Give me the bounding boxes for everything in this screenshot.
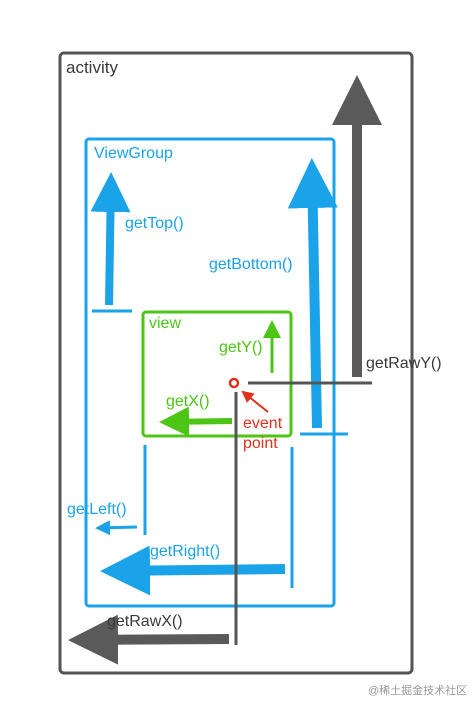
viewgroup-box bbox=[84, 137, 336, 608]
event-point-marker bbox=[228, 377, 240, 389]
getbottom-arrow bbox=[287, 158, 338, 429]
viewgroup-label: ViewGroup bbox=[94, 145, 173, 162]
event-pointer-arrow bbox=[241, 390, 269, 413]
view-label: view bbox=[149, 315, 181, 332]
getrawx-arrow bbox=[68, 614, 230, 665]
watermark: @稀土掘金技术社区 bbox=[368, 683, 467, 697]
gety-label: getY() bbox=[219, 339, 263, 356]
getrawx-label: getRawX() bbox=[107, 613, 183, 630]
event-label-line2: point bbox=[243, 435, 278, 452]
activity-label: activity bbox=[66, 58, 118, 77]
getbottom-label: getBottom() bbox=[209, 256, 293, 273]
view-box bbox=[141, 310, 293, 438]
gettop-label: getTop() bbox=[125, 215, 184, 232]
getx-arrow bbox=[159, 406, 233, 437]
getright-arrow bbox=[100, 545, 286, 596]
getright-label: getRight() bbox=[150, 543, 220, 560]
getleft-arrow bbox=[95, 520, 138, 536]
getleft-label: getLeft() bbox=[67, 501, 127, 518]
getx-label: getX() bbox=[166, 393, 210, 410]
activity-box bbox=[58, 51, 414, 675]
getrawy-label: getRawY() bbox=[366, 355, 442, 372]
gettop-arrow bbox=[90, 172, 131, 306]
event-label-line1: event bbox=[243, 415, 283, 432]
